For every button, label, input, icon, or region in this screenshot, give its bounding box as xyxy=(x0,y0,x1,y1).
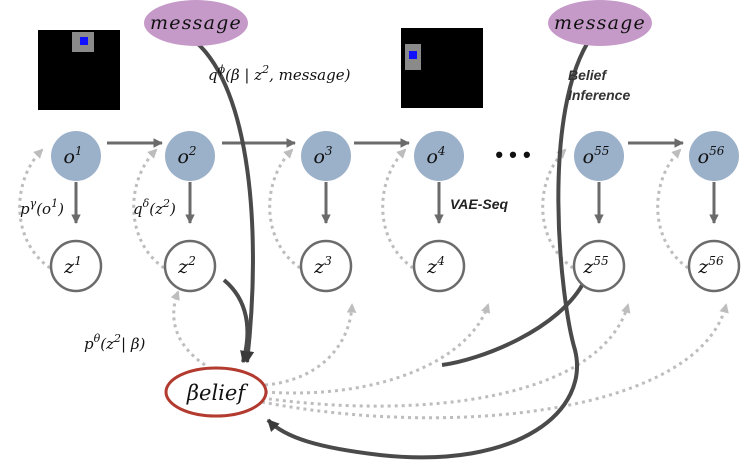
observation-node-3: o3 xyxy=(301,131,351,181)
latent-node-56-label: z56 xyxy=(697,254,724,278)
latent-node-1-label: z1 xyxy=(63,254,82,278)
belief-node: βelief xyxy=(164,366,268,418)
latent-node-55-label: z55 xyxy=(582,254,608,278)
p-gamma-label: pγ(o1) xyxy=(20,197,64,218)
observation-node-56: o56 xyxy=(689,131,739,181)
q-phi-label: qϕ(β | z2, message) xyxy=(208,63,351,84)
latent-node-2-label: z2 xyxy=(177,254,196,278)
latent-node-4: z4 xyxy=(412,239,466,293)
latent-node-56: z56 xyxy=(687,239,741,293)
latent-node-4-label: z4 xyxy=(426,254,445,278)
vae-seq-label: VAE-Seq xyxy=(450,196,509,212)
observation-node-4-label: o4 xyxy=(426,144,445,168)
observation-node-55-label: o55 xyxy=(583,144,610,168)
observation-node-3-label: o3 xyxy=(313,144,332,168)
message-label: message xyxy=(150,12,242,34)
message-node-2: message xyxy=(548,0,652,46)
belief-to-latent-arrows xyxy=(170,290,729,420)
latent-node-3: z3 xyxy=(299,239,353,293)
message-node-1: message xyxy=(144,0,248,46)
sequence-ellipsis: • • • xyxy=(495,142,530,167)
belief-inference-label-line1: Belief xyxy=(568,67,607,83)
observation-node-1: o1 xyxy=(51,131,101,181)
q-delta-label: qδ(z2) xyxy=(133,197,176,218)
observation-node-4: o4 xyxy=(414,131,464,181)
latent-node-3-label: z3 xyxy=(313,254,332,278)
message-label: message xyxy=(554,12,646,34)
p-theta-label: pθ(z2| β) xyxy=(84,332,145,353)
belief-inference-arrows xyxy=(194,34,594,460)
latent-node-1: z1 xyxy=(49,239,103,293)
latent-node-55: z55 xyxy=(572,239,626,293)
latent-nodes: z1 z2 z3 z4 z55 z56 xyxy=(49,239,741,293)
belief-label: βelief xyxy=(186,381,248,405)
observation-frame-1 xyxy=(38,30,120,110)
belief-inference-label-line2: Inference xyxy=(568,87,630,103)
encoder-arrows xyxy=(71,182,719,224)
observation-frame-4 xyxy=(401,28,483,108)
observation-node-56-label: o56 xyxy=(698,144,725,168)
observation-node-2: o2 xyxy=(165,131,215,181)
observation-nodes: o1 o2 o3 o4 o55 o56 xyxy=(51,131,739,181)
observation-node-55: o55 xyxy=(574,131,624,181)
observation-node-2-label: o2 xyxy=(177,144,196,168)
latent-node-2: z2 xyxy=(163,239,217,293)
observation-node-1-label: o1 xyxy=(63,144,82,168)
